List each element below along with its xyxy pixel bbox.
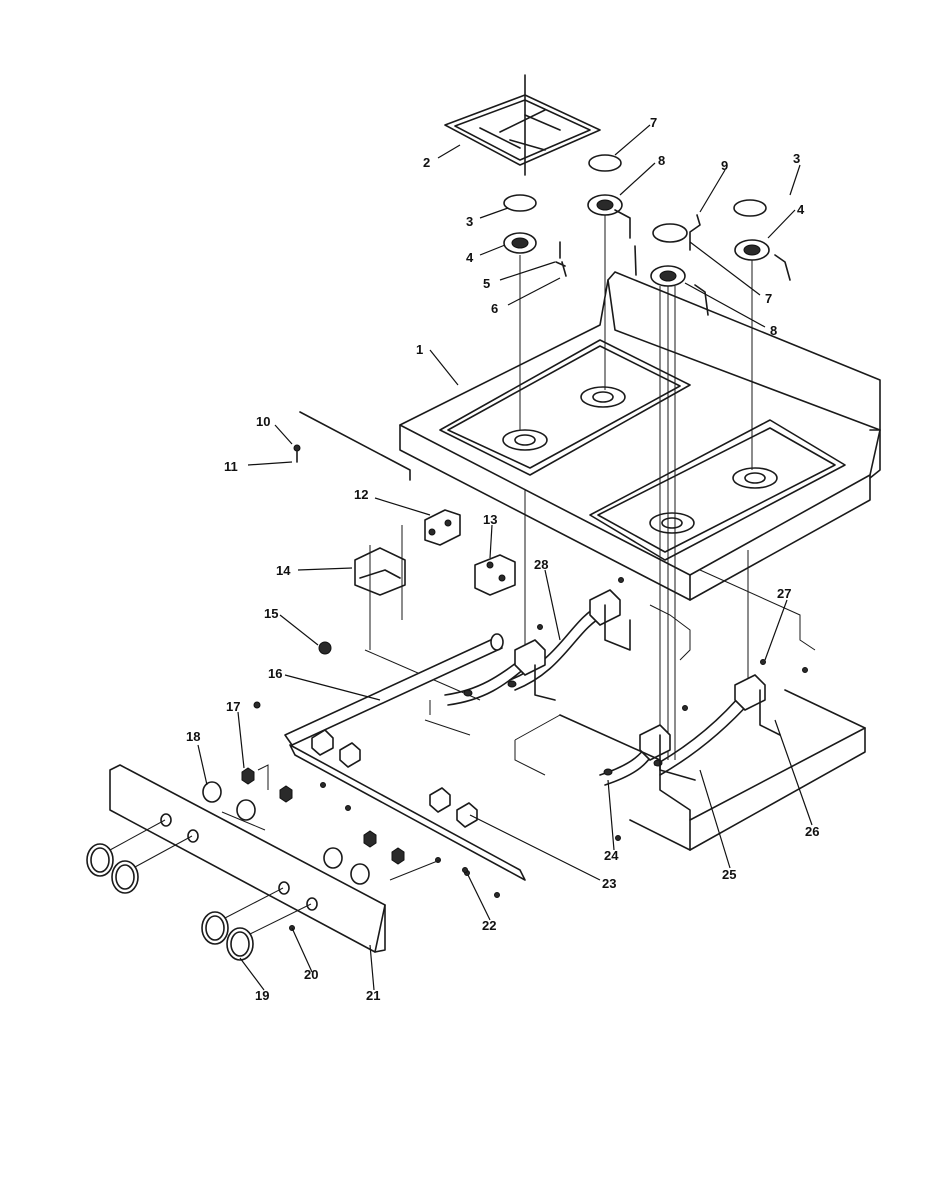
callout-4-right: 4 [797, 202, 805, 217]
lower-base-panel [424, 569, 866, 851]
callout-9: 9 [721, 158, 728, 173]
callout-labels: 1 2 3 3 4 4 5 6 7 7 8 8 9 10 11 12 13 14… [186, 115, 819, 1003]
callout-20: 20 [304, 967, 318, 982]
callout-25: 25 [722, 867, 736, 882]
control-knobs [86, 819, 312, 961]
callout-18: 18 [186, 729, 200, 744]
small-screws [555, 209, 791, 316]
cooktop-main-top [399, 271, 881, 601]
callout-8: 8 [658, 153, 665, 168]
callout-13: 13 [483, 512, 497, 527]
burner-caps-and-heads [503, 154, 770, 287]
knob-bezels [202, 764, 441, 885]
burner-cap-right-front [652, 223, 688, 243]
burner-cap-right-rear [733, 199, 767, 217]
callout-5: 5 [483, 276, 490, 291]
callout-8-right: 8 [770, 323, 777, 338]
callout-2: 2 [423, 155, 430, 170]
callout-26: 26 [805, 824, 819, 839]
callout-15: 15 [264, 606, 278, 621]
alignment-lines [519, 215, 753, 760]
callout-4: 4 [466, 250, 474, 265]
callout-11: 11 [224, 459, 238, 474]
leader-lines [197, 124, 813, 991]
callout-14: 14 [276, 563, 291, 578]
callout-21: 21 [366, 988, 380, 1003]
burner-valves [311, 729, 478, 876]
callout-17: 17 [226, 699, 240, 714]
callout-7: 7 [650, 115, 657, 130]
callout-22: 22 [482, 918, 496, 933]
rear-brackets [293, 411, 411, 481]
gas-manifold-and-tubes [284, 589, 781, 881]
callout-3: 3 [466, 214, 473, 229]
callout-10: 10 [256, 414, 270, 429]
misc-screws [253, 577, 808, 931]
callout-28: 28 [534, 557, 548, 572]
callout-16: 16 [268, 666, 282, 681]
callout-6: 6 [491, 301, 498, 316]
control-panel [109, 764, 386, 953]
callout-19: 19 [255, 988, 269, 1003]
valve-parts [354, 509, 516, 701]
burner-grate [444, 74, 601, 176]
callout-1: 1 [416, 342, 423, 357]
callout-23: 23 [602, 876, 616, 891]
callout-3-right: 3 [793, 151, 800, 166]
callout-7-right: 7 [765, 291, 772, 306]
burner-cap-left-front [503, 194, 537, 212]
callout-24: 24 [604, 848, 619, 863]
callout-12: 12 [354, 487, 368, 502]
callout-27: 27 [777, 586, 791, 601]
burner-cap-left-rear [588, 154, 622, 172]
